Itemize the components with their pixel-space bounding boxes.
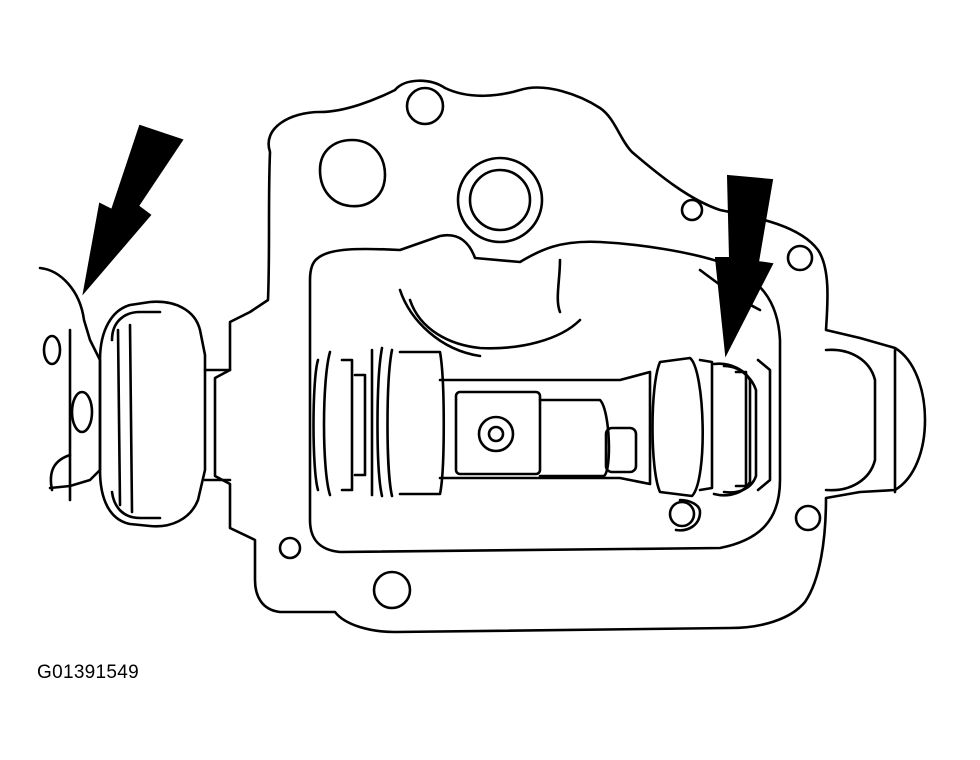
arrow-right-icon	[716, 176, 772, 354]
right-lower-hole	[796, 506, 820, 530]
housing-outline	[215, 81, 925, 632]
right-piston	[653, 358, 703, 496]
arrow-left-icon	[84, 126, 182, 292]
left-boot	[100, 302, 205, 527]
lower-left-hole	[280, 538, 300, 558]
center-boss-hole	[470, 170, 530, 230]
center-block	[456, 392, 540, 474]
seal-ring-outer	[714, 364, 750, 496]
right-small-hole	[682, 200, 702, 220]
upper-left-boss	[320, 140, 385, 206]
right-lug-hole	[788, 246, 812, 270]
left-tie-rod-end	[40, 268, 100, 488]
top-lug-hole	[407, 88, 443, 124]
center-bolt	[479, 417, 513, 451]
center-boss-outer	[458, 158, 542, 242]
bottom-lug-hole	[374, 572, 410, 608]
left-tie-rod-eye	[72, 392, 92, 432]
figure-id-label: G01391549	[37, 662, 140, 683]
inner-cavity	[310, 235, 780, 552]
left-bolt-head	[44, 336, 60, 364]
